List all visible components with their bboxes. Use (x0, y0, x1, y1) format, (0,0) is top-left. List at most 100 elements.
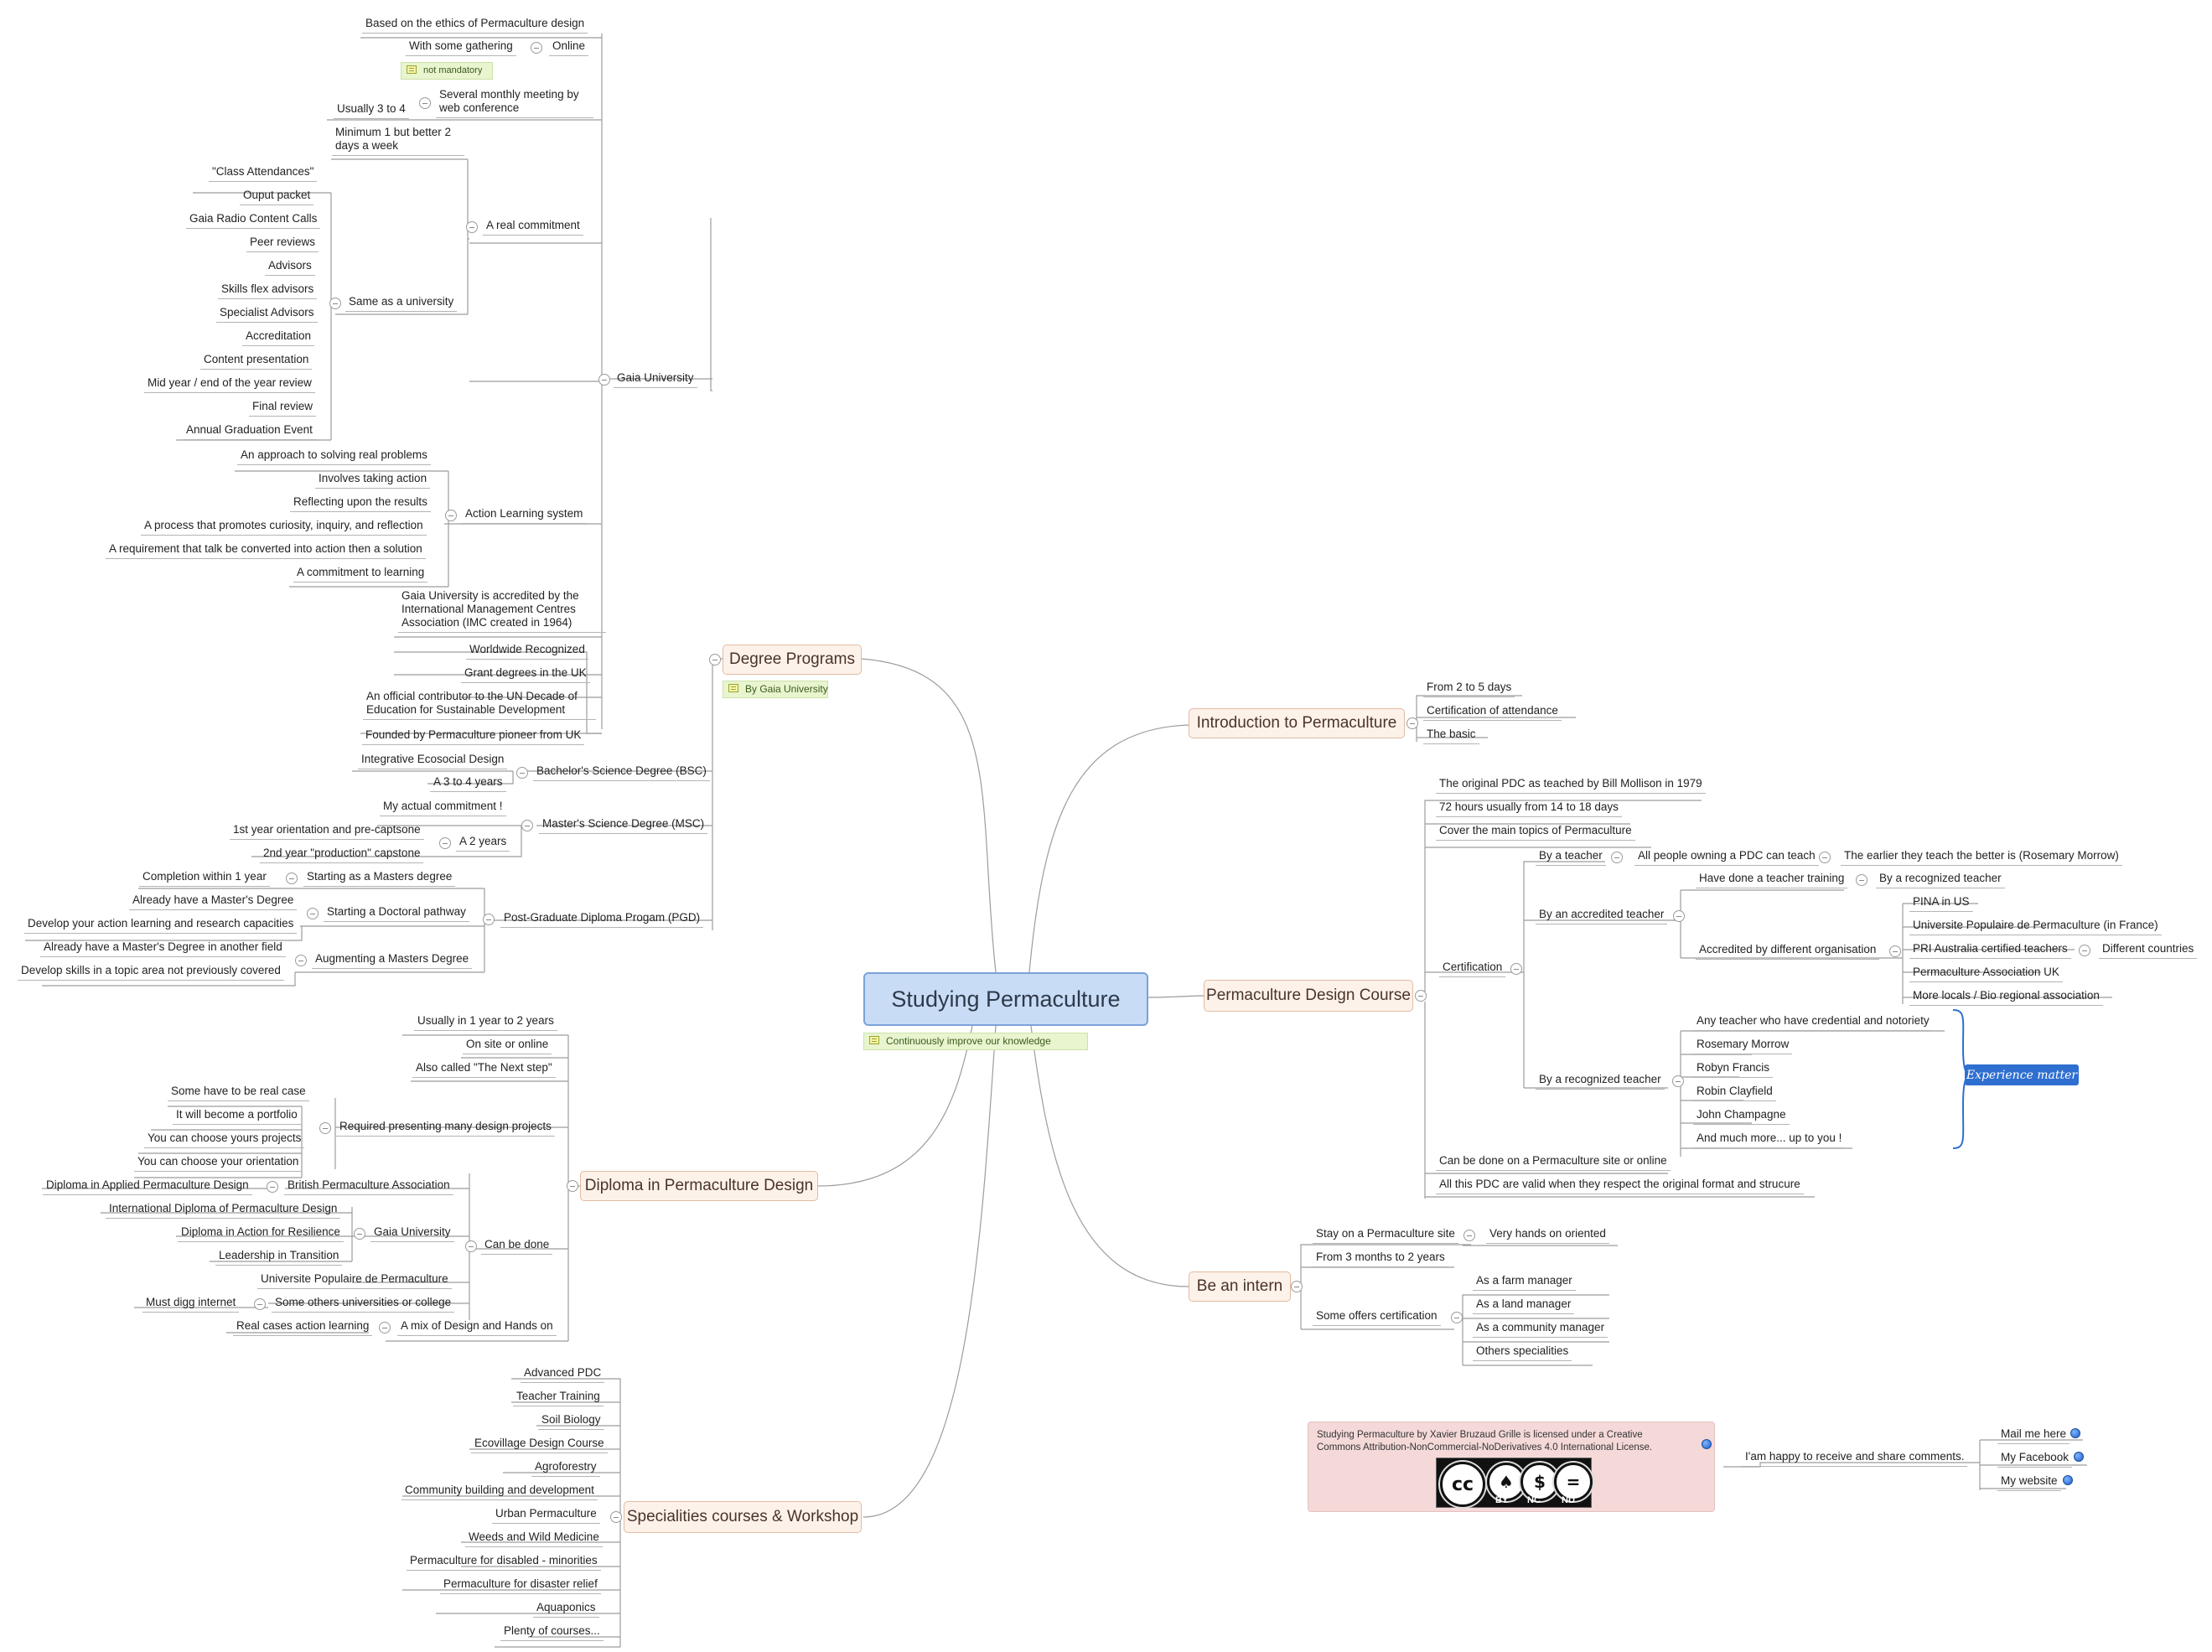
list-item[interactable]: A process that promotes curiosity, inqui… (141, 519, 427, 536)
list-item[interactable]: Advisors (265, 259, 315, 276)
list-item[interactable]: Accreditation (242, 329, 315, 346)
list-item[interactable]: 1st year orientation and pre-captsone (230, 823, 424, 840)
node-all-people[interactable]: All people owning a PDC can teach (1634, 849, 1819, 866)
list-item[interactable]: Must digg internet (142, 1296, 240, 1313)
topic-diploma[interactable]: Diploma in Permaculture Design (580, 1171, 818, 1201)
experience-callout[interactable]: Experience matter (1965, 1064, 2079, 1085)
list-item[interactable]: Universite Populaire de Permaculture (in… (1909, 919, 2162, 935)
node-original-pdc[interactable]: The original PDC as teached by Bill Moll… (1436, 777, 1706, 794)
list-item[interactable]: John Champagne (1693, 1108, 1790, 1125)
list-item[interactable]: 2nd year "production" capstone (260, 847, 424, 863)
node-comments[interactable]: I'am happy to receive and share comments… (1742, 1450, 1968, 1467)
node-72-hours[interactable]: 72 hours usually from 14 to 18 days (1436, 800, 1622, 817)
central-topic[interactable]: Studying Permaculture (863, 972, 1148, 1026)
node-ethics[interactable]: Based on the ethics of Permaculture desi… (362, 17, 588, 34)
list-item[interactable]: Develop skills in a topic area not previ… (18, 964, 284, 981)
node-required-projects[interactable]: Required presenting many design projects (336, 1120, 555, 1137)
collapse-toggle[interactable] (1611, 852, 1623, 863)
list-item[interactable]: Peer reviews (246, 236, 319, 252)
node-usually-3-4[interactable]: Usually 3 to 4 (334, 102, 409, 119)
collapse-toggle[interactable] (295, 955, 307, 966)
collapse-toggle[interactable] (286, 873, 298, 884)
node-stay-site[interactable]: Stay on a Permaculture site (1313, 1227, 1458, 1244)
node-can-be-done[interactable]: Can be done (481, 1238, 553, 1255)
topic-specialities[interactable]: Specialities courses & Workshop (624, 1501, 862, 1533)
mail-globe-icon[interactable] (2070, 1428, 2080, 1438)
link-facebook[interactable]: My Facebook (1997, 1451, 2073, 1468)
list-item[interactable]: Agroforestry (531, 1460, 600, 1477)
collapse-toggle[interactable] (531, 42, 542, 54)
list-item[interactable]: Community building and development (401, 1484, 598, 1500)
collapse-toggle[interactable] (521, 820, 533, 831)
node-teacher-training[interactable]: Have done a teacher training (1696, 872, 1848, 888)
topic-degree-programs[interactable]: Degree Programs (723, 645, 862, 675)
node-certification[interactable]: Certification (1439, 961, 1506, 977)
node-bpa[interactable]: British Permaculture Association (284, 1178, 453, 1195)
node-by-recognized-teacher[interactable]: By a recognized teacher (1876, 872, 2005, 888)
node-completion[interactable]: Completion within 1 year (139, 870, 270, 887)
list-item[interactable]: Real cases action learning (233, 1319, 373, 1336)
node-msc[interactable]: Master's Science Degree (MSC) (539, 817, 708, 834)
collapse-toggle[interactable] (445, 510, 457, 521)
list-item[interactable]: And much more... up to you ! (1693, 1132, 1846, 1148)
central-note[interactable]: Continuously improve our knowledge (863, 1033, 1088, 1050)
node-minimum[interactable]: Minimum 1 but better 2 days a week (332, 126, 464, 156)
list-item[interactable]: The basic (1423, 728, 1479, 744)
node-2-years[interactable]: A 2 years (456, 835, 510, 852)
node-next-step[interactable]: Also called "The Next step" (412, 1061, 556, 1078)
collapse-toggle[interactable] (267, 1181, 278, 1193)
list-item[interactable]: Permaculture for disaster relief (440, 1577, 601, 1594)
list-item[interactable]: Urban Permaculture (492, 1507, 600, 1524)
node-action-learning[interactable]: Action Learning system (462, 507, 587, 524)
list-item[interactable]: Certification of attendance (1423, 704, 1562, 721)
node-bsc[interactable]: Bachelor's Science Degree (BSC) (533, 764, 710, 781)
collapse-toggle[interactable] (516, 767, 528, 779)
list-item[interactable]: International Diploma of Permaculture De… (106, 1202, 341, 1219)
collapse-toggle[interactable] (307, 908, 319, 919)
node-online[interactable]: Online (549, 39, 589, 56)
node-onsite[interactable]: On site or online (463, 1038, 552, 1054)
list-item[interactable]: Involves taking action (315, 472, 431, 489)
collapse-toggle[interactable] (598, 374, 610, 386)
list-item[interactable]: Specialist Advisors (216, 306, 318, 323)
collapse-toggle[interactable] (1510, 963, 1522, 975)
node-actual-commitment[interactable]: My actual commitment ! (380, 800, 506, 816)
list-item[interactable]: Diploma in Action for Resilience (178, 1225, 344, 1242)
list-item[interactable]: Skills flex advisors (218, 282, 318, 299)
list-item[interactable]: Already have a Master's Degree (129, 893, 298, 910)
list-item[interactable]: Plenty of courses... (500, 1624, 604, 1641)
facebook-globe-icon[interactable] (2074, 1452, 2084, 1462)
list-item[interactable]: Already have a Master's Degree in anothe… (40, 940, 286, 957)
node-usually-1-2[interactable]: Usually in 1 year to 2 years (414, 1014, 557, 1031)
list-item[interactable]: PINA in US (1909, 895, 1973, 912)
list-item[interactable]: Aquaponics (533, 1601, 599, 1618)
collapse-toggle[interactable] (483, 914, 495, 925)
collapse-toggle[interactable] (319, 1122, 331, 1134)
gathering-note[interactable]: not mandatory (401, 62, 493, 80)
collapse-toggle[interactable] (1415, 990, 1427, 1002)
topic-intern[interactable]: Be an intern (1189, 1271, 1291, 1302)
degree-note[interactable]: By Gaia University (723, 681, 828, 698)
list-item[interactable]: As a farm manager (1473, 1274, 1576, 1291)
node-months[interactable]: From 3 months to 2 years (1313, 1251, 1448, 1267)
collapse-toggle[interactable] (1672, 1075, 1684, 1087)
list-item[interactable]: Integrative Ecosocial Design (358, 753, 508, 769)
node-different-countries[interactable]: Different countries (2099, 942, 2198, 959)
node-founded[interactable]: Founded by Permaculture pioneer from UK (362, 728, 585, 745)
list-item[interactable]: You can choose your orientation (134, 1155, 303, 1172)
collapse-toggle[interactable] (567, 1180, 578, 1192)
list-item[interactable]: Advanced PDC (521, 1366, 605, 1383)
collapse-toggle[interactable] (354, 1228, 365, 1240)
list-item[interactable]: Mid year / end of the year review (144, 376, 315, 393)
node-starting-masters[interactable]: Starting as a Masters degree (303, 870, 456, 887)
list-item[interactable]: Diploma in Applied Permaculture Design (43, 1178, 252, 1195)
collapse-toggle[interactable] (379, 1322, 391, 1334)
list-item[interactable]: A commitment to learning (293, 566, 428, 583)
link-mail[interactable]: Mail me here (1997, 1427, 2070, 1444)
node-augment[interactable]: Augmenting a Masters Degree (312, 952, 473, 969)
node-diploma-gaia[interactable]: Gaia University (370, 1225, 454, 1242)
node-pgd[interactable]: Post-Graduate Diploma Progam (PGD) (500, 911, 704, 928)
collapse-toggle[interactable] (1819, 852, 1831, 863)
list-item[interactable]: Permaculture Association UK (1909, 966, 2063, 982)
node-contributor[interactable]: An official contributor to the UN Decade… (363, 690, 596, 720)
